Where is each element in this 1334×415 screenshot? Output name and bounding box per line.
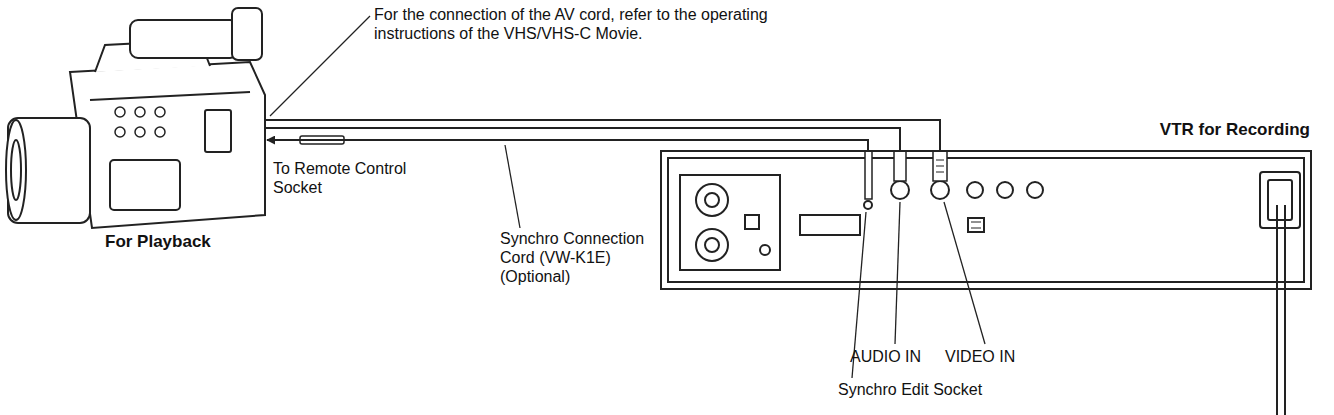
cord [265, 128, 900, 150]
camcorder-drawing [6, 8, 265, 228]
socket-name: Synchro Edit Socket [838, 381, 982, 400]
cord [267, 140, 868, 150]
camcorder: For Playback [0, 0, 265, 262]
button-symbol [135, 107, 145, 117]
button-symbol [155, 127, 165, 137]
button-symbol [155, 107, 165, 117]
button-symbol [135, 127, 145, 137]
socket-name: AUDIO IN [850, 348, 921, 367]
vtr-panel: VTR for Recording [660, 150, 1312, 290]
cord-plugs [865, 151, 947, 199]
button-symbol [115, 127, 125, 137]
vtr-panel [668, 158, 1304, 282]
leader-line [505, 145, 520, 228]
callout-note: To Remote Control Socket [273, 160, 408, 198]
node-heading: VTR for Recording [1160, 120, 1310, 140]
cord [265, 120, 940, 150]
node-heading: For Playback [105, 232, 211, 252]
mains-cord [1277, 205, 1285, 415]
part-name: Synchro Connection Cord (VW-K1E) (Option… [500, 230, 660, 287]
leader-line [270, 16, 370, 116]
socket-name: VIDEO IN [945, 348, 1015, 367]
button-symbol [115, 107, 125, 117]
callout-note: For the connection of the AV cord, refer… [374, 6, 844, 44]
